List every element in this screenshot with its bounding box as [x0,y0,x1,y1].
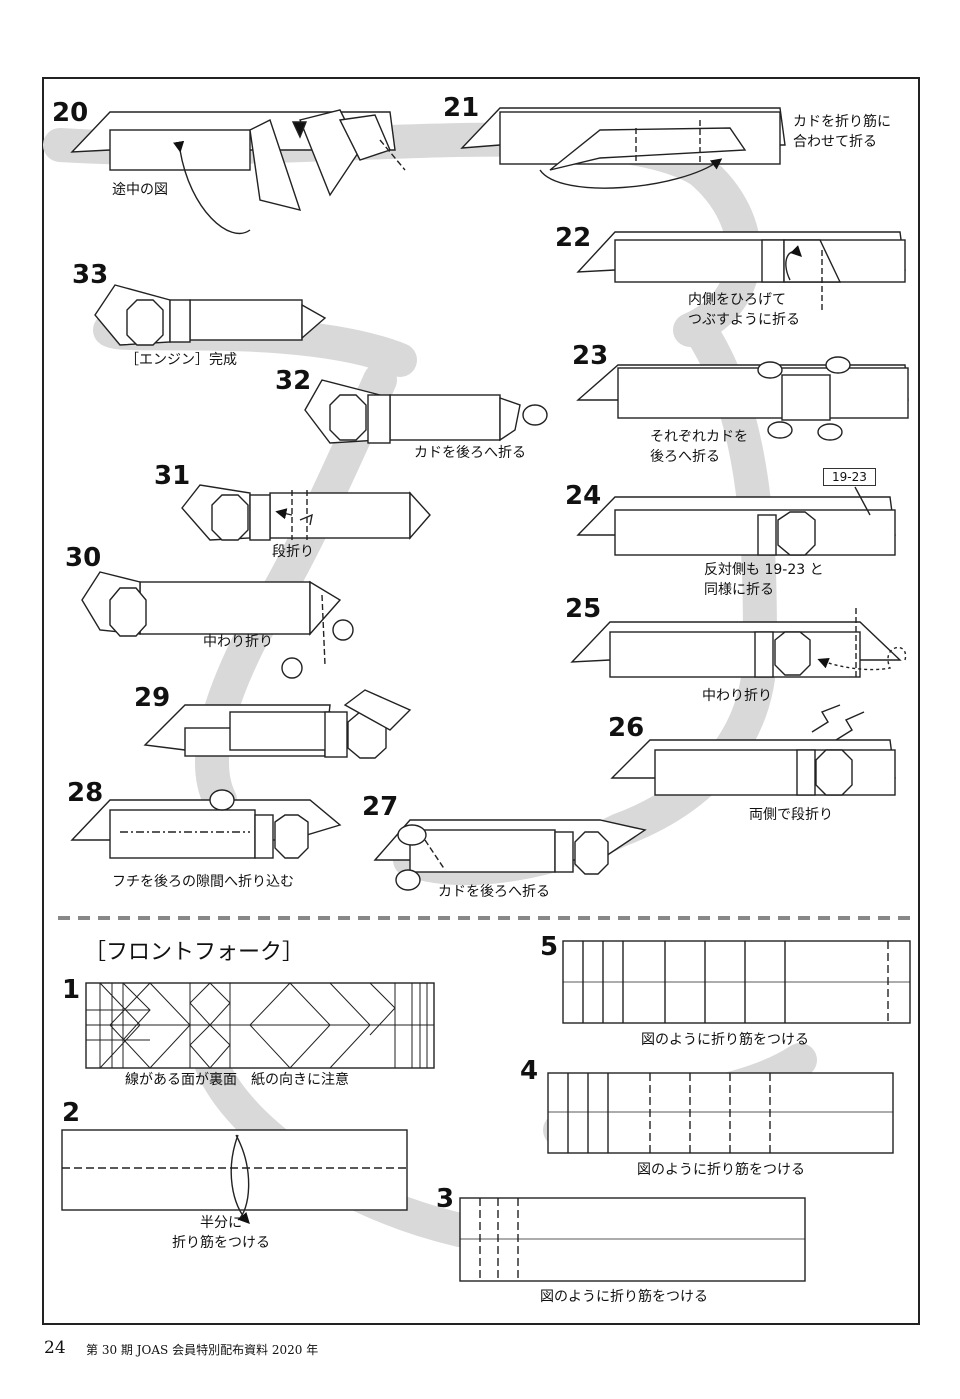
fork-step-1-label: 線がある面が裏面 紙の向きに注意 [125,1072,349,1088]
step-25-diagram [570,608,907,680]
step-32-diagram [304,379,548,444]
fork-step-number-2: 2 [62,1098,81,1128]
fork-step-number-1: 1 [62,975,81,1005]
step-number-25: 25 [565,594,602,624]
step-25-label: 中わり折り [702,688,772,704]
step-number-28: 28 [67,778,104,808]
fork-step-3-label: 図のように折り筋をつける [540,1289,708,1305]
step-22-diagram [576,231,906,310]
fork-step-number-5: 5 [540,932,559,962]
step-20-diagram [70,109,406,235]
fork-step-number-3: 3 [436,1184,455,1214]
step-28-label: フチを後ろの隙間へ折り込む [112,874,294,890]
step-33-diagram [94,284,327,346]
step-number-24: 24 [565,481,602,511]
fork-step-5-label: 図のように折り筋をつける [641,1032,809,1048]
step-31-label: 段折り [272,544,314,560]
step-27-diagram [373,819,647,891]
step-27-label: カドを後ろへ折る [438,884,550,900]
step-number-27: 27 [362,792,399,822]
fork-step-1-crease-pattern [85,982,435,1069]
step-number-23: 23 [572,341,609,371]
fork-step-number-4: 4 [520,1056,539,1086]
step-number-20: 20 [52,98,89,128]
step-29-diagram [143,689,412,759]
fork-step-2-diagram [61,1129,408,1225]
front-fork-title: ［フロントフォーク］ [84,940,305,965]
fork-step-4-diagram [547,1072,894,1154]
step-33-label: ［エンジン］完成 [125,352,237,368]
fork-step-2-label: 半分に 折り筋をつける [172,1215,270,1251]
fork-step-5-diagram [562,940,911,1024]
step-number-31: 31 [154,461,191,491]
step-32-label: カドを後ろへ折る [414,445,526,461]
step-23-diagram [576,356,909,441]
step-28-diagram [70,789,342,859]
fork-step-4-label: 図のように折り筋をつける [637,1162,805,1178]
step-26-label: 両側で段折り [749,807,833,823]
step-number-22: 22 [555,223,592,253]
step-20-label: 途中の図 [112,182,168,198]
step-number-33: 33 [72,260,109,290]
step-30-label: 中わり折り [203,634,273,650]
step-24-label: 反対側も 19-23 と 同様に折る [704,562,824,598]
step-24-diagram [576,486,896,556]
step-23-label: それぞれカドを 後ろへ折る [650,429,748,465]
step-30-diagram [81,571,354,679]
step-21-label: カドを折り筋に 合わせて折る [793,114,891,150]
fork-step-3-diagram [459,1197,806,1282]
step-number-32: 32 [275,366,312,396]
step-21-diagram [460,107,786,189]
step-number-29: 29 [134,683,171,713]
step-31-diagram [181,484,431,541]
page-number: 24 [44,1338,66,1358]
step-number-26: 26 [608,713,645,743]
step-number-21: 21 [443,93,480,123]
step-22-label: 内側をひろげて つぶすように折る [688,292,800,328]
publication-credit: 第 30 期 JOAS 会員特別配布資料 2020 年 [86,1343,319,1357]
step-26-diagram [610,704,896,796]
page-frame [42,77,920,1325]
step-number-30: 30 [65,543,102,573]
step-reference-box: 19-23 [823,468,876,486]
